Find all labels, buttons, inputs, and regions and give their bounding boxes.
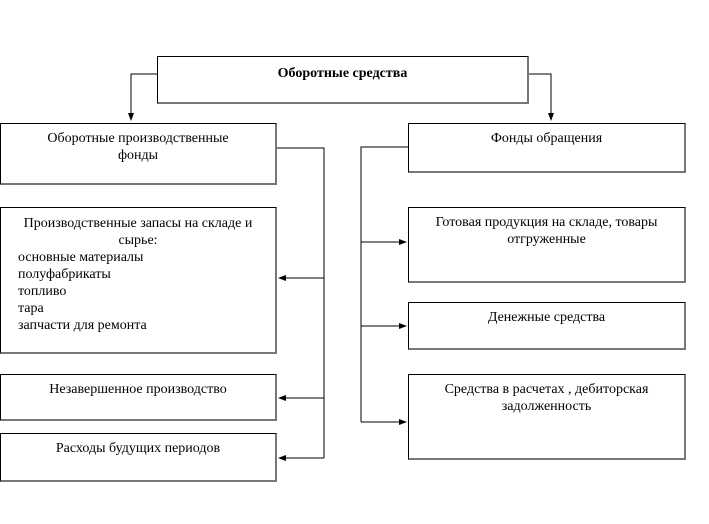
wip-label: Незавершенное производство: [49, 382, 227, 397]
stocks-item: полуфабрикаты: [18, 267, 111, 282]
receivables-label: Средства в расчетах , дебиторская задолж…: [444, 382, 649, 414]
production-funds-label: Оборотные производственные фонды: [47, 131, 229, 163]
production-funds-box: Оборотные производственные фонды: [0, 123, 277, 185]
wip-box: Незавершенное производство: [0, 374, 277, 421]
root-label: Оборотные средства: [277, 66, 408, 81]
arrow-root-left: [128, 73, 157, 121]
root-box: Оборотные средства: [157, 56, 529, 104]
finished-goods-label: Готовая продукция на складе, товары отгр…: [435, 215, 658, 247]
arrow-root-right: [528, 73, 554, 121]
right-trunk: [360, 146, 408, 422]
finished-goods-box: Готовая продукция на складе, товары отгр…: [408, 207, 686, 283]
left-trunk: [276, 147, 325, 458]
cash-label: Денежные средства: [487, 310, 606, 325]
deferred-label: Расходы будущих периодов: [55, 441, 221, 456]
stocks-item: запчасти для ремонта: [18, 318, 147, 333]
stocks-title: Производственные запасы на складе и сырь…: [23, 216, 253, 248]
stocks-item: топливо: [18, 284, 67, 299]
receivables-box: Средства в расчетах , дебиторская задолж…: [408, 374, 686, 460]
circulation-funds-label: Фонды обращения: [490, 131, 603, 146]
cash-box: Денежные средства: [408, 302, 686, 350]
stocks-box: Производственные запасы на складе и сырь…: [0, 207, 277, 354]
stocks-item: основные материалы: [18, 250, 144, 265]
deferred-box: Расходы будущих периодов: [0, 433, 277, 482]
circulation-funds-box: Фонды обращения: [408, 123, 686, 173]
stocks-item: тара: [18, 301, 44, 316]
